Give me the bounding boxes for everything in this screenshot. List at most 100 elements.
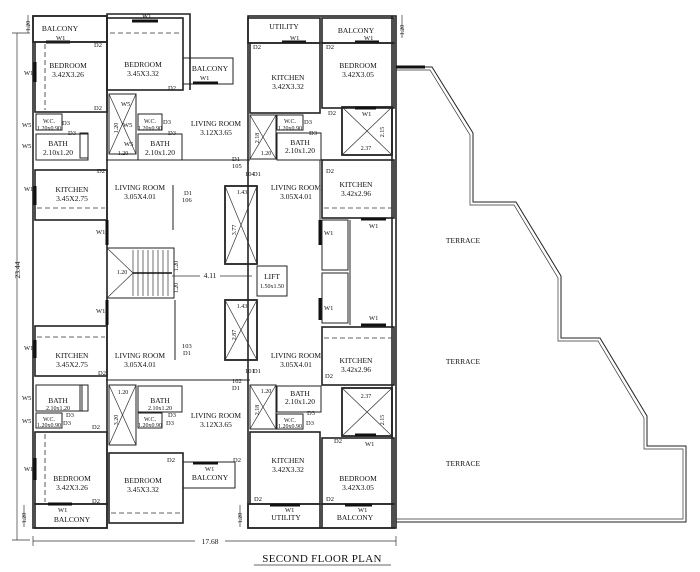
room-balcony-bl: BALCONY <box>54 515 91 524</box>
stair-dim: 1.20 <box>117 270 128 276</box>
window-tag: W5 <box>22 395 31 402</box>
stair-dim: 1.20 <box>174 261 180 272</box>
core: 1.43 3.77 LIFT 1.50x1.50 1.43 2.87 <box>224 185 288 361</box>
duct-dim: 2.18 <box>255 133 261 144</box>
room-wc-bl-2: W.C. <box>144 417 157 423</box>
room-size: 3.42X3.32 <box>272 465 304 474</box>
door-number: 103 <box>182 343 192 350</box>
staircase: 1.20 1.20 1.20 4.11 <box>106 247 252 299</box>
room-utility-br: UTILITY <box>271 513 301 522</box>
window-tag: W1 <box>362 111 371 118</box>
room-size: 2.10x1.20 <box>46 406 70 412</box>
window-tag: W1 <box>364 35 373 42</box>
shaft-dim: 2.37 <box>361 146 372 152</box>
unit-top-left: BALCONY W1 BEDROOM 3.42X3.26 W1 D2 D2 W1… <box>22 13 242 245</box>
window-tag: W1 <box>96 229 105 236</box>
window-tag: W1 <box>200 75 209 82</box>
room-size: 3.05X4.01 <box>280 360 312 369</box>
window-tag: W1 <box>24 186 33 193</box>
room-size: 3.05X4.01 <box>124 192 156 201</box>
window-tag: W1 <box>58 507 67 514</box>
door-tag: D2 <box>168 85 176 92</box>
door-tag: D2 <box>334 438 342 445</box>
plan-title: SECOND FLOOR PLAN <box>262 553 381 565</box>
window-tag: W1 <box>285 507 294 514</box>
door-tag: D2 <box>253 44 261 51</box>
window-tag: W1 <box>369 315 378 322</box>
door-tag: D2 <box>326 44 334 51</box>
room-living-tr: LIVING ROOM <box>271 183 322 192</box>
door-tag: D3 <box>304 119 312 126</box>
room-kitchen-br-1: KITCHEN <box>340 356 373 365</box>
room-balcony-bl-2: BALCONY <box>192 473 229 482</box>
shaft-dim: 2.87 <box>232 330 238 341</box>
unit-bottom-left: W1 W1 KITCHEN 3.45X2.75 D2 LIVING ROOM 3… <box>22 300 242 529</box>
plan-title-group: SECOND FLOOR PLAN <box>254 553 391 566</box>
door-tag: D2 <box>97 168 105 175</box>
door-tag: D2 <box>94 42 102 49</box>
door-number: 104 <box>245 171 256 178</box>
shaft-dim: 2.15 <box>380 415 386 426</box>
room-size: 1.20x0.90 <box>37 126 61 132</box>
door-tag: D1 <box>232 385 240 392</box>
room-balcony-tl-2: BALCONY <box>192 64 229 73</box>
window-tag: W5 <box>22 122 31 129</box>
room-size: 2.10x1.20 <box>43 148 73 157</box>
room-size: 3.12X3.65 <box>200 128 232 137</box>
duct-dim: 3.20 <box>114 415 120 426</box>
room-size: 1.20x0.90 <box>138 126 162 132</box>
room-kitchen-bl: KITCHEN <box>56 351 89 360</box>
room-bath-br: BATH <box>290 389 310 398</box>
room-wc-tr: W.C. <box>284 119 297 125</box>
door-tag: D2 <box>328 110 336 117</box>
overall-height-dim: 23.44 <box>13 261 22 278</box>
door-tag: D2 <box>326 168 334 175</box>
room-size: 3.45X2.75 <box>56 194 88 203</box>
room-size: 3.05X4.01 <box>280 192 312 201</box>
door-number: 105 <box>232 163 242 170</box>
door-tag: D1 <box>253 171 261 178</box>
room-wc-bl-1: W.C. <box>43 417 56 423</box>
duct-dim: 1.20 <box>261 389 272 395</box>
room-wc-br: W.C. <box>284 418 297 424</box>
shaft-dim: 1.43 <box>237 190 248 196</box>
room-size: 1.20x0.90 <box>138 423 162 429</box>
room-living-tl-1: LIVING ROOM <box>115 183 166 192</box>
window-tag: W1 <box>24 345 33 352</box>
room-bath-tr: BATH <box>290 138 310 147</box>
room-size: 3.12X3.65 <box>200 420 232 429</box>
room-bedroom-bl-1: BEDROOM <box>53 474 91 483</box>
door-tag: D2 <box>98 370 106 377</box>
door-tag: D3 <box>62 120 70 127</box>
door-tag: D1 <box>253 368 261 375</box>
room-bath-tl-1: BATH <box>48 139 68 148</box>
terrace-label-3: TERRACE <box>446 459 481 468</box>
room-size: 2.10x1.20 <box>148 406 172 412</box>
dimension-lines: 23.44 17.68 1.20 1.20 1.20 1.20 <box>12 15 406 546</box>
balcony-dim-tl: 1.20 <box>26 21 32 32</box>
room-wc-tl-2: W.C. <box>144 119 157 125</box>
window-tag: W1 <box>24 70 33 77</box>
window-tag: W1 <box>324 230 333 237</box>
window-tag: W1 <box>24 466 33 473</box>
room-size: 2.10x1.20 <box>285 397 315 406</box>
door-tag: D2 <box>167 457 175 464</box>
door-tag: D2 <box>254 496 262 503</box>
room-size: 1.20x0.90 <box>278 126 302 132</box>
balcony-dim-tr: 1.20 <box>400 25 406 36</box>
shaft-dim: 2.37 <box>361 394 372 400</box>
duct-dim: 2.18 <box>255 405 261 416</box>
door-tag: D2 <box>92 498 100 505</box>
window-tag: W1 <box>369 223 378 230</box>
room-size: 2.10x1.20 <box>145 148 175 157</box>
door-tag: D2 <box>233 457 241 464</box>
door-number: 101 <box>245 368 255 375</box>
room-living-bl-2: LIVING ROOM <box>191 411 242 420</box>
door-tag: D2 <box>325 373 333 380</box>
room-bedroom-br: BEDROOM <box>339 474 377 483</box>
room-size: 3.42X3.26 <box>52 70 84 79</box>
room-size: 3.42X3.32 <box>272 82 304 91</box>
door-tag: D3 <box>168 412 176 419</box>
door-tag: D1 <box>232 156 240 163</box>
